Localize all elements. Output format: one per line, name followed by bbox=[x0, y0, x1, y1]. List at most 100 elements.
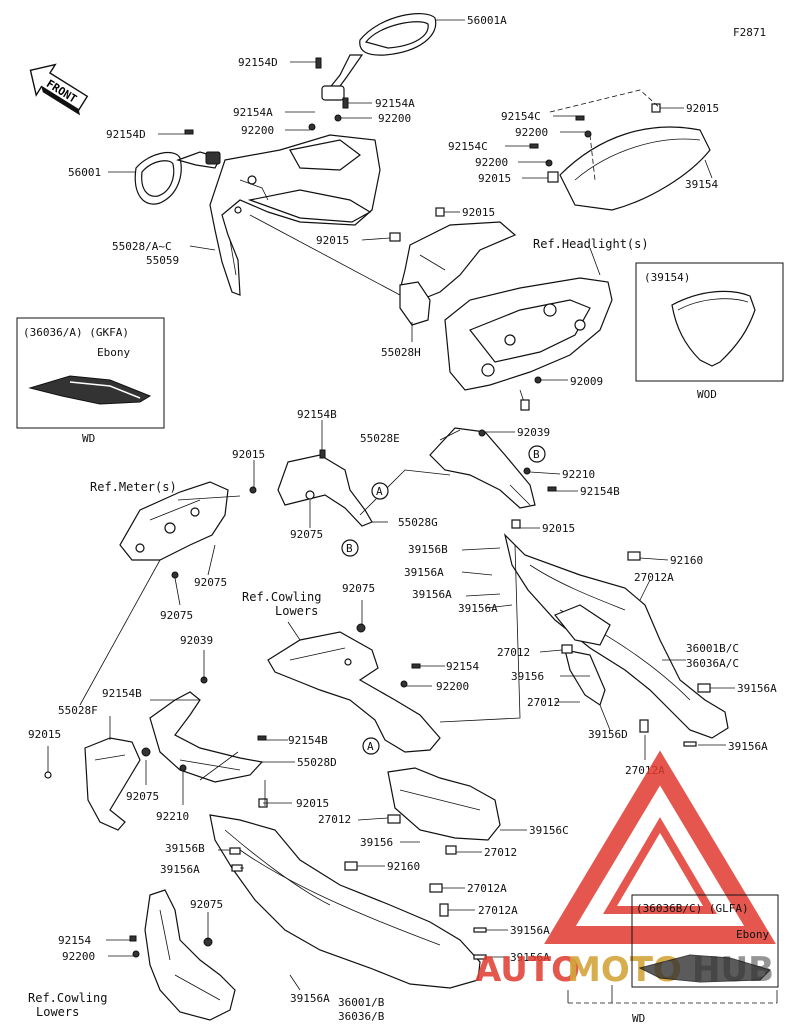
watermark-text-auto: AUTO bbox=[475, 950, 580, 990]
part-label: 92039 bbox=[517, 426, 550, 439]
part-label: 36036A/C bbox=[686, 657, 739, 670]
part-label: 92154A bbox=[233, 106, 273, 119]
headlight bbox=[444, 277, 613, 411]
part-label: 92015 bbox=[478, 172, 511, 185]
part-label: 92075 bbox=[290, 528, 323, 541]
cowling-bracket-mid bbox=[267, 631, 441, 753]
part-label: 92160 bbox=[670, 554, 703, 567]
part-label: 92075 bbox=[194, 576, 227, 589]
part-label: 92200 bbox=[378, 112, 411, 125]
part-label: 39156B bbox=[165, 842, 205, 855]
part-label: 55028F bbox=[58, 704, 98, 717]
part-label: 92210 bbox=[562, 468, 595, 481]
meter-bracket bbox=[119, 481, 229, 561]
ref-cowling-label: Ref.Cowling bbox=[28, 991, 107, 1005]
part-label: 39156B bbox=[408, 543, 448, 556]
inset-39154: (39154) WOD bbox=[635, 262, 784, 401]
part-label: 92160 bbox=[387, 860, 420, 873]
bracket-55028g bbox=[277, 454, 373, 527]
part-label: 92015 bbox=[316, 234, 349, 247]
part-label: 27012 bbox=[318, 813, 351, 826]
figure-code: F2871 bbox=[733, 26, 766, 39]
part-label: 92015 bbox=[296, 797, 329, 810]
part-label: 39156 bbox=[360, 836, 393, 849]
part-label: 92015 bbox=[542, 522, 575, 535]
part-label: 39156 bbox=[511, 670, 544, 683]
part-label: 39156A bbox=[412, 588, 452, 601]
part-label: 39156A bbox=[290, 992, 330, 1005]
part-label: 92009 bbox=[570, 375, 603, 388]
part-label: 92154C bbox=[501, 110, 541, 123]
inset-subtitle: Ebony bbox=[97, 346, 130, 359]
callout-label: B bbox=[533, 448, 540, 461]
part-label: 92015 bbox=[686, 102, 719, 115]
ref-cowling-label: Lowers bbox=[36, 1005, 79, 1019]
part-label: 39156A bbox=[160, 863, 200, 876]
part-label: 92200 bbox=[241, 124, 274, 137]
part-label: 39156A bbox=[728, 740, 768, 753]
inset-caption: WD bbox=[632, 1012, 645, 1025]
part-label: 92154D bbox=[238, 56, 278, 69]
part-label: 36001/B bbox=[338, 996, 385, 1009]
inset-caption: WOD bbox=[697, 388, 717, 401]
part-label: 39156A bbox=[510, 951, 550, 964]
callout-label: B bbox=[346, 542, 353, 555]
inset-36036bc: (36036B/C) (GLFA) Ebony WD bbox=[567, 894, 779, 1025]
part-label: 92154B bbox=[288, 734, 328, 747]
ref-cowling-label: Ref.Cowling bbox=[242, 590, 321, 604]
fasteners-mid bbox=[44, 429, 711, 960]
part-label: 92210 bbox=[156, 810, 189, 823]
part-label: 92154 bbox=[446, 660, 479, 673]
part-label: 92154B bbox=[102, 687, 142, 700]
part-label: 92154A bbox=[375, 97, 415, 110]
part-label: 55028H bbox=[381, 346, 421, 359]
mirror-left bbox=[134, 151, 221, 205]
front-arrow-icon: FRONT bbox=[29, 63, 89, 116]
part-label: 55059 bbox=[146, 254, 179, 267]
part-label: 55028/A~C bbox=[112, 240, 172, 253]
part-label: 92015 bbox=[462, 206, 495, 219]
leader-lines-mid bbox=[47, 420, 735, 991]
part-label: 56001A bbox=[467, 14, 507, 27]
part-label: 92200 bbox=[436, 680, 469, 693]
part-label: 27012 bbox=[497, 646, 530, 659]
inner-panel-39156d bbox=[564, 649, 606, 706]
part-label: 92154 bbox=[58, 934, 91, 947]
callout-label: A bbox=[367, 740, 374, 753]
panel-55028d bbox=[149, 691, 264, 783]
watermark: AUTO MOTO HUB bbox=[475, 750, 776, 990]
part-label: 92075 bbox=[160, 609, 193, 622]
part-label: 39154 bbox=[685, 178, 718, 191]
upper-bracket bbox=[209, 134, 381, 296]
windshield bbox=[559, 126, 711, 211]
part-label: 27012A bbox=[478, 904, 518, 917]
bracket-55028f bbox=[84, 737, 141, 831]
part-label: 36036/B bbox=[338, 1010, 385, 1023]
part-label: 92154C bbox=[448, 140, 488, 153]
headlight-bracket bbox=[399, 221, 517, 326]
part-label: 92075 bbox=[342, 582, 375, 595]
part-label: 27012 bbox=[484, 846, 517, 859]
ref-headlight-label: Ref.Headlight(s) bbox=[533, 237, 649, 251]
part-label: 92015 bbox=[28, 728, 61, 741]
fasteners-top bbox=[184, 57, 661, 384]
part-label: 39156A bbox=[510, 924, 550, 937]
part-label: 92015 bbox=[232, 448, 265, 461]
part-label: 92154D bbox=[106, 128, 146, 141]
lower-bracket-left bbox=[144, 889, 236, 1021]
part-label: 27012A bbox=[634, 571, 674, 584]
part-label: 36001B/C bbox=[686, 642, 739, 655]
part-label: 55028G bbox=[398, 516, 438, 529]
inset-title: (36036/A) (GKFA) bbox=[23, 326, 129, 339]
part-label: 92075 bbox=[190, 898, 223, 911]
ref-cowling-label: Lowers bbox=[275, 604, 318, 618]
part-label: 92154B bbox=[297, 408, 337, 421]
part-label: 39156C bbox=[529, 824, 569, 837]
side-fairing-upper bbox=[503, 533, 729, 739]
part-label: 39156A bbox=[737, 682, 777, 695]
part-label: 56001 bbox=[68, 166, 101, 179]
inset-title: (39154) bbox=[644, 271, 690, 284]
lower-fairing bbox=[209, 814, 481, 989]
part-label: 27012A bbox=[467, 882, 507, 895]
